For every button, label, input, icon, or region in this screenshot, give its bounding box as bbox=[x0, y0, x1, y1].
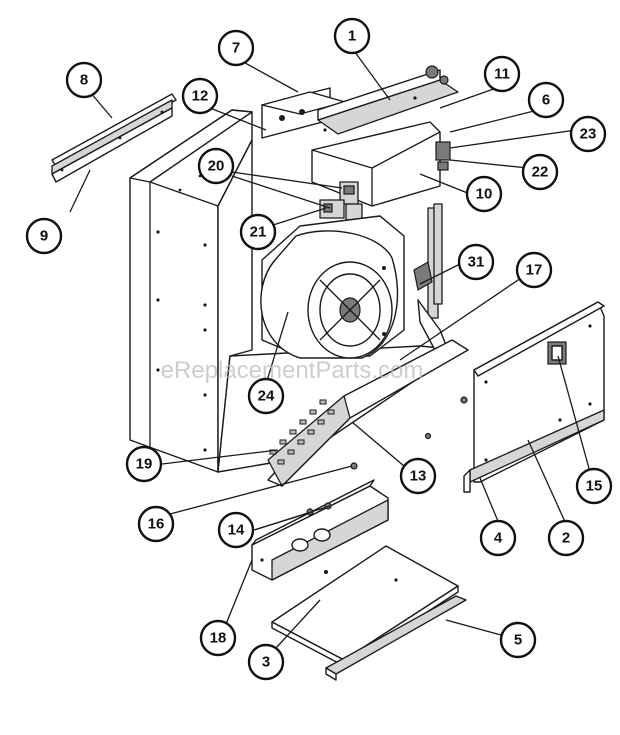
trim-strip bbox=[51, 93, 177, 183]
callout-2: 2 bbox=[547, 519, 585, 557]
watermark-text: eReplacementParts.com bbox=[161, 357, 424, 384]
parts-drawing bbox=[51, 65, 605, 681]
callout-5: 5 bbox=[499, 621, 537, 659]
callout-8-label: 8 bbox=[80, 72, 88, 89]
callout-16: 16 bbox=[137, 505, 175, 543]
front-panel bbox=[460, 301, 605, 493]
callout-21: 21 bbox=[239, 213, 277, 251]
callout-11: 11 bbox=[483, 55, 521, 93]
callout-20-label: 20 bbox=[208, 158, 225, 175]
callout-18: 18 bbox=[199, 619, 237, 657]
callout-14-label: 14 bbox=[228, 522, 245, 539]
callout-8: 8 bbox=[65, 61, 103, 99]
callout-3-label: 3 bbox=[262, 654, 270, 671]
callout-3: 3 bbox=[247, 643, 285, 681]
callout-5-label: 5 bbox=[514, 632, 522, 649]
actuator bbox=[413, 203, 449, 353]
coil-assembly bbox=[267, 339, 469, 487]
callout-13-label: 13 bbox=[410, 468, 427, 485]
callout-2-label: 2 bbox=[562, 530, 570, 547]
callout-31: 31 bbox=[457, 243, 495, 281]
blower-assembly bbox=[260, 215, 405, 359]
callout-21-label: 21 bbox=[250, 224, 267, 241]
callout-22-label: 22 bbox=[532, 164, 549, 181]
callout-11-label: 11 bbox=[494, 66, 510, 83]
leader-lines bbox=[69, 47, 591, 649]
callout-19: 19 bbox=[125, 445, 163, 483]
callout-10-label: 10 bbox=[476, 186, 493, 203]
callout-23-label: 23 bbox=[580, 126, 597, 143]
callout-23: 23 bbox=[569, 115, 607, 153]
callout-24: 24 bbox=[247, 377, 285, 415]
callout-14: 14 bbox=[217, 511, 255, 549]
base-plate bbox=[271, 545, 467, 681]
callout-6: 6 bbox=[527, 81, 565, 119]
callout-4: 4 bbox=[479, 519, 517, 557]
callout-1: 1 bbox=[333, 17, 371, 55]
callout-16-label: 16 bbox=[148, 516, 165, 533]
callout-22: 22 bbox=[521, 153, 559, 191]
callout-17-label: 17 bbox=[526, 262, 543, 279]
callout-12-label: 12 bbox=[192, 88, 209, 105]
callout-7: 7 bbox=[217, 29, 255, 67]
callout-7-label: 7 bbox=[232, 40, 240, 57]
callout-9-label: 9 bbox=[40, 228, 48, 245]
callout-18-label: 18 bbox=[210, 630, 227, 647]
callout-13: 13 bbox=[399, 457, 437, 495]
callout-6-label: 6 bbox=[542, 92, 550, 109]
callout-1-label: 1 bbox=[348, 28, 356, 45]
callout-12: 12 bbox=[181, 77, 219, 115]
control-box bbox=[261, 65, 459, 207]
callout-10: 10 bbox=[465, 175, 503, 213]
callout-15-label: 15 bbox=[586, 478, 603, 495]
callout-4-label: 4 bbox=[494, 530, 503, 547]
callout-9: 9 bbox=[25, 217, 63, 255]
callout-31-label: 31 bbox=[468, 254, 485, 271]
callout-24-label: 24 bbox=[258, 388, 275, 405]
callout-15: 15 bbox=[575, 467, 613, 505]
callout-19-label: 19 bbox=[136, 456, 153, 473]
callout-17: 17 bbox=[515, 251, 553, 289]
callout-20: 20 bbox=[197, 147, 235, 185]
relays bbox=[319, 181, 363, 221]
